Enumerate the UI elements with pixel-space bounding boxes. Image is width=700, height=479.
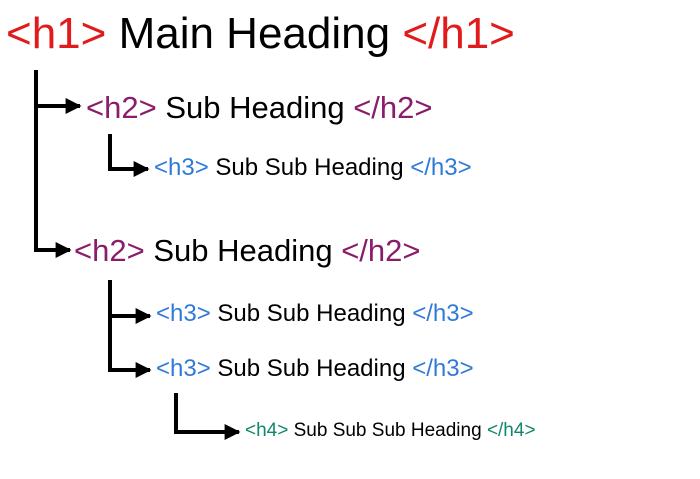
h1-row: <h1> Main Heading </h1> bbox=[6, 12, 515, 56]
h1-open-tag: <h1> bbox=[6, 9, 107, 58]
h3-row-2: <h3> Sub Sub Heading </h3> bbox=[156, 302, 474, 326]
h2-1-open-tag: <h2> bbox=[86, 90, 157, 125]
h1-text: Main Heading bbox=[118, 9, 391, 58]
h4-row-1: <h4> Sub Sub Sub Heading </h4> bbox=[245, 421, 536, 440]
connector-h3-3-to-h4-1 bbox=[174, 393, 241, 440]
h3-2-close-tag: </h3> bbox=[412, 300, 474, 327]
h2-2-text: Sub Heading bbox=[153, 233, 333, 268]
h3-2-open-tag: <h3> bbox=[156, 300, 211, 327]
connector-h2-1-to-h3-1 bbox=[108, 134, 150, 177]
connector-h2-2-to-h3-3 bbox=[108, 316, 152, 378]
h3-1-close-tag: </h3> bbox=[410, 154, 472, 181]
h3-1-text: Sub Sub Heading bbox=[215, 154, 404, 181]
connector-h2-2-to-h3-2 bbox=[108, 280, 152, 324]
h2-1-close-tag: </h2> bbox=[353, 90, 433, 125]
h3-row-3: <h3> Sub Sub Heading </h3> bbox=[156, 357, 474, 381]
h3-3-text: Sub Sub Heading bbox=[217, 355, 406, 382]
h2-2-open-tag: <h2> bbox=[74, 233, 145, 268]
h3-3-close-tag: </h3> bbox=[412, 355, 474, 382]
h1-close-tag: </h1> bbox=[402, 9, 515, 58]
h4-1-text: Sub Sub Sub Heading bbox=[293, 420, 482, 441]
h3-row-1: <h3> Sub Sub Heading </h3> bbox=[154, 156, 472, 180]
h2-1-text: Sub Heading bbox=[165, 90, 345, 125]
h4-1-close-tag: </h4> bbox=[486, 420, 536, 441]
h3-2-text: Sub Sub Heading bbox=[217, 300, 406, 327]
h3-3-open-tag: <h3> bbox=[156, 355, 211, 382]
connector-h1-to-h2-1 bbox=[34, 70, 82, 114]
h2-row-1: <h2> Sub Heading </h2> bbox=[86, 92, 433, 123]
h3-1-open-tag: <h3> bbox=[154, 154, 209, 181]
connector-h1-to-h2-2 bbox=[34, 106, 72, 258]
h2-row-2: <h2> Sub Heading </h2> bbox=[74, 235, 421, 266]
h4-1-open-tag: <h4> bbox=[245, 420, 289, 441]
h2-2-close-tag: </h2> bbox=[341, 233, 421, 268]
